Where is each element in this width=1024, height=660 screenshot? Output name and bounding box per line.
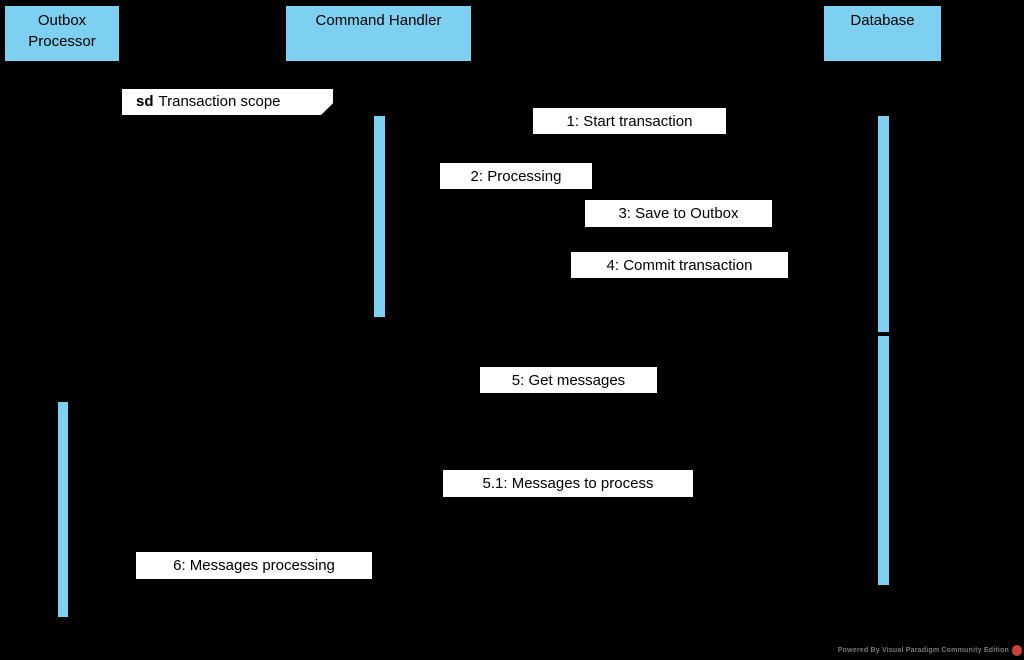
- message-label-start-transaction: 1: Start transaction: [533, 108, 726, 134]
- message-label-save-to-outbox: 3: Save to Outbox: [585, 200, 772, 227]
- lifeline-head-outbox-processor: Outbox Processor: [4, 5, 120, 62]
- activation-bar-outbox-processor: [57, 401, 69, 618]
- visual-paradigm-logo-icon: [1012, 645, 1022, 656]
- lifeline-head-database: Database: [823, 5, 942, 62]
- activation-bar-database-1: [877, 115, 890, 333]
- message-label-messages-processing: 6: Messages processing: [136, 552, 372, 579]
- message-label-processing: 2: Processing: [440, 163, 592, 189]
- lifeline-head-command-handler: Command Handler: [285, 5, 472, 62]
- activation-bar-command-handler: [373, 115, 386, 318]
- watermark: Powered By Visual Paradigm Community Edi…: [838, 645, 1022, 656]
- message-label-messages-to-process: 5.1: Messages to process: [443, 470, 693, 497]
- message-label-get-messages: 5: Get messages: [480, 367, 657, 393]
- activation-bar-database-2: [877, 335, 890, 586]
- frame-title: Transaction scope: [158, 93, 281, 110]
- message-label-commit-transaction: 4: Commit transaction: [571, 252, 788, 278]
- frame-keyword: sd: [136, 93, 154, 110]
- watermark-text: Powered By Visual Paradigm Community Edi…: [837, 646, 1009, 654]
